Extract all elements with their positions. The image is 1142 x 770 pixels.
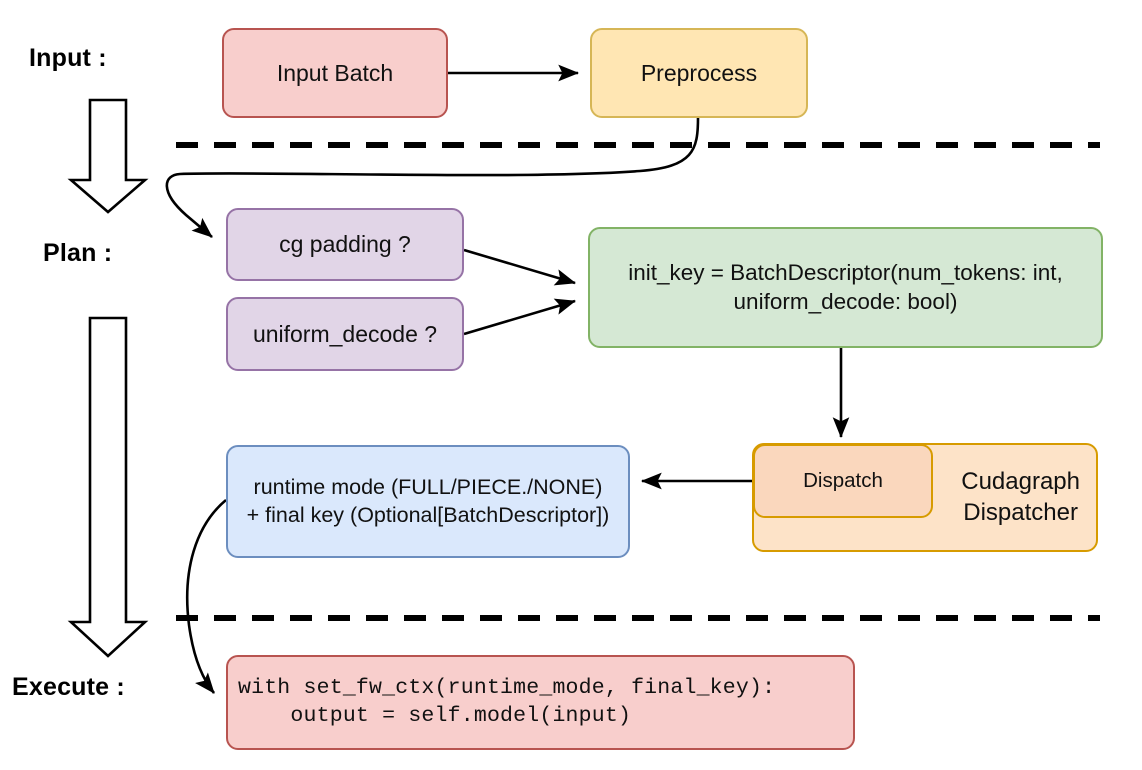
node-init-key-text: init_key = BatchDescriptor(num_tokens: i… [628, 259, 1063, 316]
connector-runtime-mode-to-code [185, 499, 227, 694]
node-cudagraph-dispatcher-line2: Dispatcher [963, 498, 1078, 526]
node-init-key[interactable]: init_key = BatchDescriptor(num_tokens: i… [588, 227, 1103, 348]
node-input-batch[interactable]: Input Batch [222, 28, 448, 118]
node-preprocess-label: Preprocess [640, 59, 758, 86]
node-runtime-mode-line1: runtime mode (FULL/PIECE./NONE) [253, 475, 603, 500]
connector-cg-padding-to-init-key [463, 248, 576, 286]
node-dispatch[interactable]: Dispatch [753, 444, 933, 518]
node-runtime-mode-line2: + final key (Optional[BatchDescriptor]) [246, 502, 610, 527]
stage-label-input: Input : [29, 44, 107, 72]
node-input-batch-label: Input Batch [276, 59, 394, 86]
stage-label-plan: Plan : [43, 239, 113, 267]
node-cg-padding-label: cg padding ? [279, 231, 411, 258]
node-cudagraph-dispatcher-line1: Cudagraph [961, 468, 1080, 496]
node-init-key-line1: init_key = BatchDescriptor(num_tokens: i… [628, 260, 1063, 286]
node-init-key-line2: uniform_decode: bool) [733, 288, 958, 314]
node-execute-code-line2: output = self.model(input) [238, 703, 632, 728]
stage-label-execute: Execute : [12, 673, 125, 701]
node-runtime-mode-text: runtime mode (FULL/PIECE./NONE) + final … [247, 474, 610, 528]
node-execute-code-line1: with set_fw_ctx(runtime_mode, final_key)… [238, 676, 776, 701]
node-uniform-decode-label: uniform_decode ? [252, 320, 438, 347]
connector-uniform-decode-to-init-key [463, 298, 576, 336]
node-uniform-decode[interactable]: uniform_decode ? [226, 297, 464, 371]
node-execute-code[interactable]: with set_fw_ctx(runtime_mode, final_key)… [226, 655, 855, 750]
stage-arrow-plan-to-execute [67, 316, 149, 658]
node-execute-code-text: with set_fw_ctx(runtime_mode, final_key)… [238, 675, 775, 729]
node-cudagraph-dispatcher-text: Cudagraph Dispatcher [961, 467, 1080, 527]
node-preprocess[interactable]: Preprocess [590, 28, 808, 118]
node-cg-padding[interactable]: cg padding ? [226, 208, 464, 281]
node-runtime-mode[interactable]: runtime mode (FULL/PIECE./NONE) + final … [226, 445, 630, 558]
stage-arrow-input-to-plan [67, 98, 149, 214]
node-dispatch-label: Dispatch [803, 469, 883, 493]
